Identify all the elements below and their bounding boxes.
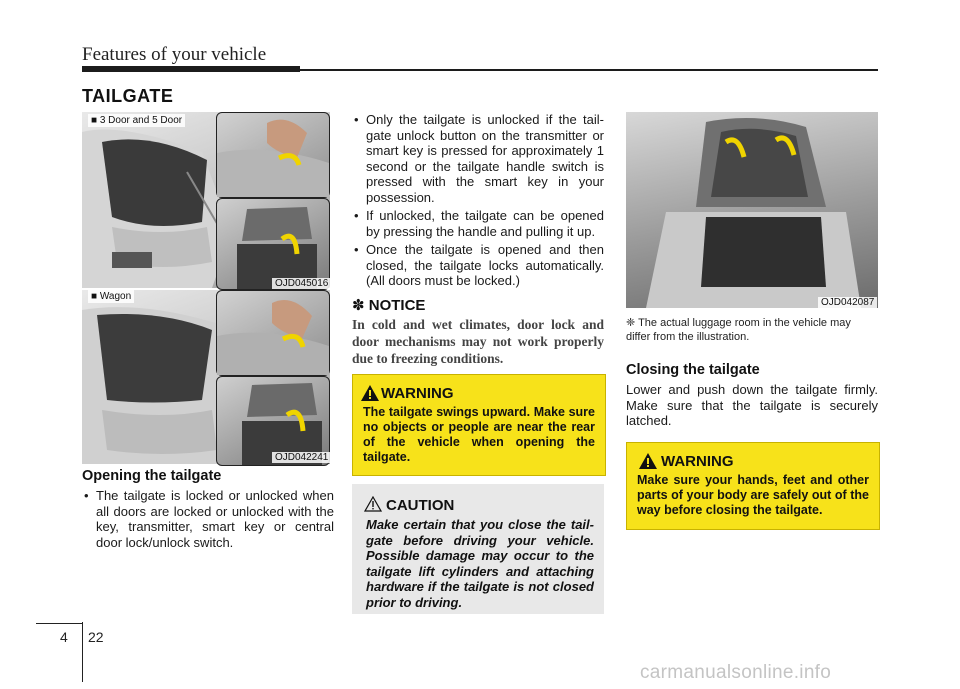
figure2-label: ■ Wagon — [88, 290, 135, 303]
header-rule-thick — [82, 66, 300, 72]
figure2-label-text: Wagon — [99, 291, 132, 302]
figure1-label-text: 3 Door and 5 Door — [99, 115, 183, 126]
wagon-rear-illustration — [82, 307, 232, 464]
header-rule-thin — [300, 69, 878, 71]
footer-rule-horizontal — [36, 623, 82, 624]
square-bullet-icon: ■ — [91, 115, 100, 126]
figure3-code: OJD042087 — [818, 297, 878, 308]
opening-bullet: Only the tailgate is unlocked if the tai… — [352, 112, 604, 205]
caution-triangle-icon — [364, 496, 382, 512]
warning-box-2: WARNING Make sure your hands, feet and o… — [626, 442, 880, 530]
watermark: carmanualsonline.info — [640, 662, 832, 683]
opening-bullet: If unlocked, the tailgate can be opened … — [352, 208, 604, 239]
page-number: 22 — [88, 629, 104, 645]
header-title: Features of your vehicle — [82, 44, 267, 65]
notice-text: In cold and wet climates, door lock and … — [352, 317, 604, 366]
open-tailgate-luggage-illustration — [646, 118, 861, 308]
warning-text-2: Make sure your hands, feet and other par… — [637, 473, 869, 517]
warning-triangle-icon — [361, 385, 379, 401]
open-tailgate-illustration — [237, 207, 317, 289]
square-bullet-icon: ■ — [91, 291, 100, 302]
warning-triangle-icon — [639, 453, 657, 469]
figure2-code: OJD042241 — [272, 452, 332, 463]
caution-text: Make certain that you close the tail­gat… — [366, 517, 594, 610]
closing-heading: Closing the tailgate — [626, 362, 760, 378]
opening-bullet: The tailgate is locked or unlocked when … — [82, 488, 334, 550]
figure1-label: ■ 3 Door and 5 Door — [88, 114, 186, 127]
warning-title-2: WARNING — [661, 453, 734, 470]
hand-handle-wagon-illustration — [217, 299, 329, 375]
figure-3door-5door-inset-top — [216, 112, 330, 198]
closing-text: Lower and push down the tailgate firmly.… — [626, 382, 878, 428]
page-chapter: 4 — [60, 629, 68, 645]
warning-text-1: The tailgate swings upward. Make sure no… — [363, 405, 595, 464]
hatchback-rear-illustration — [82, 129, 232, 288]
opening-bullets-col1: The tailgate is locked or unlocked when … — [82, 488, 334, 553]
figure-3door-5door-inset-bottom — [216, 198, 330, 290]
warning-title-1: WARNING — [381, 385, 454, 402]
hand-handle-illustration — [217, 119, 329, 197]
caution-box: CAUTION Make certain that you close the … — [352, 484, 604, 614]
luggage-footnote: ❈ The actual luggage room in the vehicle… — [626, 317, 851, 343]
figure-luggage-room — [626, 112, 878, 308]
footer-rule-vertical — [82, 622, 83, 682]
opening-bullets-col2: Only the tailgate is unlocked if the tai… — [352, 112, 604, 292]
notice-title: ✽ NOTICE — [352, 297, 426, 314]
opening-heading: Opening the tailgate — [82, 468, 222, 484]
section-title: TAILGATE — [82, 86, 174, 106]
figure-wagon-inset-top — [216, 290, 330, 376]
warning-box-1: WARNING The tailgate swings upward. Make… — [352, 374, 606, 476]
opening-bullet: Once the tailgate is opened and then clo… — [352, 242, 604, 289]
caution-title: CAUTION — [386, 497, 455, 514]
figure1-code: OJD045016 — [272, 278, 332, 289]
